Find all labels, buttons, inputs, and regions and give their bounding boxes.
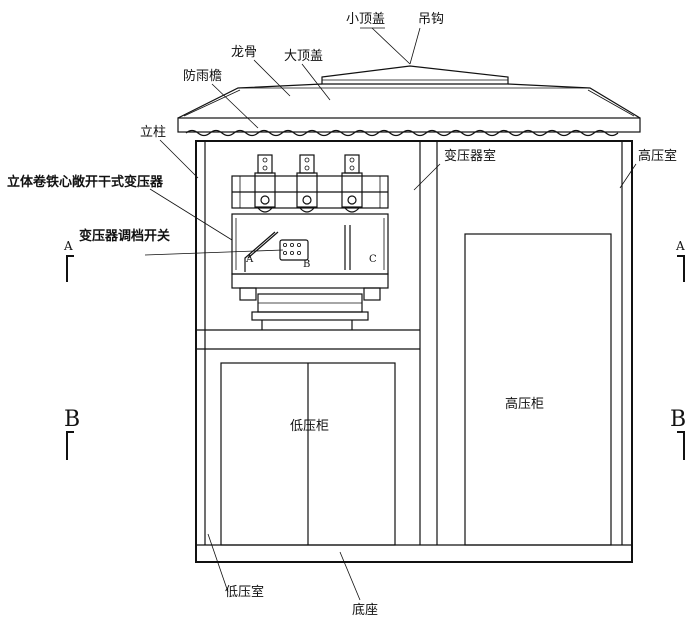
enclosure bbox=[195, 140, 633, 563]
column-label: 立柱 bbox=[140, 125, 166, 140]
phase-b-label: B bbox=[303, 259, 310, 270]
section-b-right: B bbox=[670, 407, 686, 460]
base-label: 底座 bbox=[352, 602, 378, 618]
section-a-left: A bbox=[63, 239, 74, 282]
eave-band bbox=[177, 117, 641, 133]
svg-text:B: B bbox=[670, 407, 686, 432]
svg-text:B: B bbox=[64, 407, 80, 432]
high-voltage-cabinet bbox=[464, 233, 612, 546]
enclosure-outline bbox=[195, 140, 633, 563]
transformer-drawing: A B C bbox=[231, 154, 389, 330]
transformer-label: 立体卷铁心敞开干式变压器 bbox=[7, 174, 164, 190]
section-a-right: A bbox=[675, 239, 685, 282]
roof-slope-left bbox=[177, 83, 323, 119]
transformer-room-label: 变压器室 bbox=[444, 148, 496, 164]
roof bbox=[177, 65, 641, 137]
keel-label: 龙骨 bbox=[231, 45, 257, 60]
phase-a-label: A bbox=[245, 254, 254, 265]
rain-eave-label: 防雨檐 bbox=[183, 68, 222, 84]
svg-text:A: A bbox=[675, 239, 685, 253]
high-voltage-cabinet-label: 高压柜 bbox=[505, 396, 544, 412]
low-voltage-cabinet-label: 低压柜 bbox=[290, 419, 329, 434]
svg-text:A: A bbox=[63, 239, 73, 253]
small-top-cover bbox=[321, 65, 509, 85]
callouts: 小顶盖 吊钩 龙骨 大顶盖 防雨檐 立柱 立体卷铁心敞开干式变压器 变压器调档开… bbox=[7, 12, 677, 618]
phase-c-label: C bbox=[369, 254, 377, 265]
hook-label: 吊钩 bbox=[418, 12, 444, 27]
roof-slope-right bbox=[507, 83, 641, 119]
tap-switch-label: 变压器调档开关 bbox=[79, 228, 170, 244]
big-top-cover-label: 大顶盖 bbox=[284, 49, 323, 64]
small-top-cover-label: 小顶盖 bbox=[346, 12, 385, 27]
high-voltage-room-label: 高压室 bbox=[638, 148, 677, 164]
low-voltage-room-label: 低压室 bbox=[225, 584, 264, 600]
section-b-left: B bbox=[64, 407, 80, 460]
rain-eave-wave bbox=[185, 129, 619, 137]
